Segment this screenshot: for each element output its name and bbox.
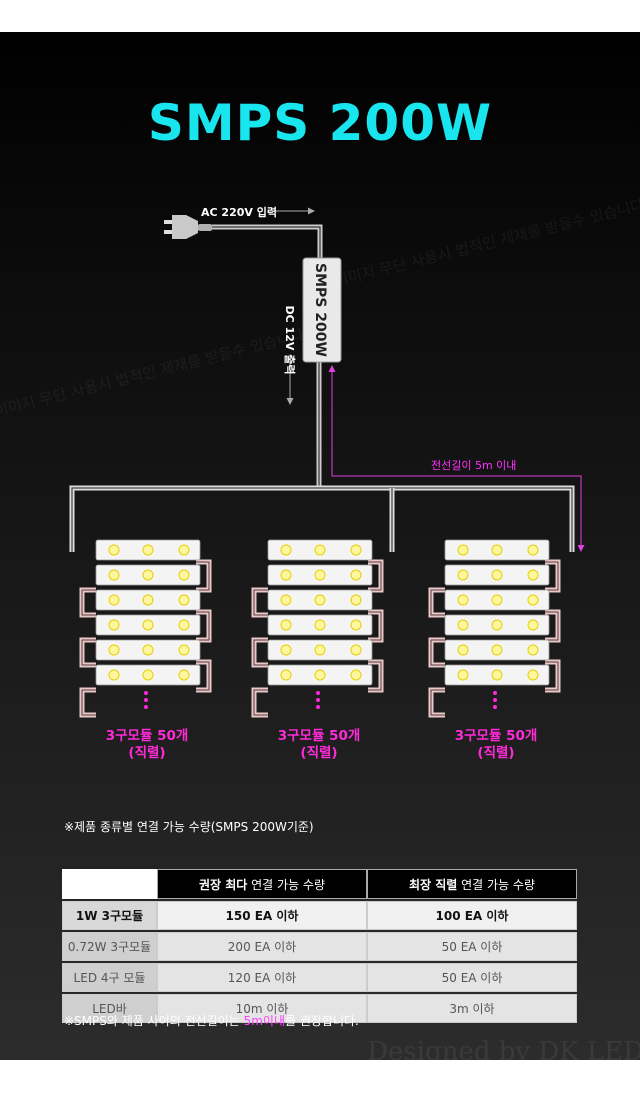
led-module [444, 564, 550, 586]
table-caption: ※제품 종류별 연결 가능 수량(SMPS 200W기준) [64, 820, 314, 834]
led-module [267, 614, 373, 636]
led-module [267, 664, 373, 686]
smps-unit [302, 257, 342, 363]
table-cell: 50 EA 이하 [367, 932, 577, 961]
led-module [95, 664, 201, 686]
group-label: 3구모듈 50개 (직렬) [277, 728, 361, 761]
led-module [444, 614, 550, 636]
table-cell: 120 EA 이하 [157, 963, 367, 992]
footer-note: ※SMPS와 제품 사이의 전선길이는 5m이내를 권장합니다. [64, 1014, 359, 1028]
led-module [444, 639, 550, 661]
table-cell: 1W 3구모듈 [62, 901, 157, 930]
wiring-diagram [69, 207, 585, 718]
led-module [267, 639, 373, 661]
page-title: SMPS 200W [147, 94, 493, 152]
table-cell: LED바 [62, 994, 157, 1023]
table-cell: 0.72W 3구모듈 [62, 932, 157, 961]
led-module [444, 539, 550, 561]
led-module [267, 564, 373, 586]
diagram-panel: 이미지 무단 사용시 법적인 제재를 받을수 있습니다 이미지 무단 사용시 법… [0, 32, 640, 1060]
led-module-groups [79, 539, 561, 718]
table-header-blank [62, 869, 157, 899]
designer-signature: Designed by DK LED [367, 1037, 640, 1067]
led-module [95, 614, 201, 636]
led-module [95, 639, 201, 661]
table-cell: LED 4구 모듈 [62, 963, 157, 992]
table-cell: 3m 이하 [367, 994, 577, 1023]
table-cell: 200 EA 이하 [157, 932, 367, 961]
led-module-group [79, 539, 212, 718]
smps-label: SMPS 200W [312, 263, 328, 357]
led-module [267, 589, 373, 611]
table-header-series: 최장 직렬 연결 가능 수량 [367, 869, 577, 899]
power-plug [164, 215, 212, 239]
table-cell: 100 EA 이하 [367, 901, 577, 930]
ac-input-label: AC 220V 입력 [201, 206, 277, 219]
table-cell: 150 EA 이하 [157, 901, 367, 930]
table-cell: 10m 이하 [157, 994, 367, 1023]
led-module-group [251, 539, 384, 718]
table-header-recommended: 권장 최다 연결 가능 수량 [157, 869, 367, 899]
wire-length-label: 전선길이 5m 이내 [431, 459, 517, 472]
led-module [95, 589, 201, 611]
table-header-row: 권장 최다 연결 가능 수량 최장 직렬 연결 가능 수량 [62, 869, 577, 899]
group-label: 3구모듈 50개 (직렬) [454, 728, 538, 761]
led-module [444, 664, 550, 686]
led-module [95, 564, 201, 586]
dc-output-label: DC 12V 출력 [283, 305, 296, 375]
group-label: 3구모듈 50개 (직렬) [105, 728, 189, 761]
led-module [95, 539, 201, 561]
led-module-group [428, 539, 561, 718]
table-cell: 50 EA 이하 [367, 963, 577, 992]
led-module [444, 589, 550, 611]
led-module [267, 539, 373, 561]
